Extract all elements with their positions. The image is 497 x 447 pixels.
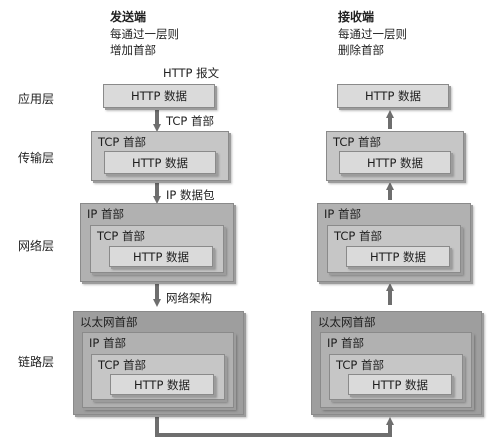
sender-link-ethernet-label: 以太网首部 (80, 315, 138, 329)
receiver-link-tcp-label: TCP 首部 (336, 358, 384, 372)
bottom-connector-line (155, 415, 394, 437)
receiver-transport-http-data-box: HTTP 数据 (339, 151, 451, 174)
receiver-desc-line2: 删除首部 (338, 43, 384, 57)
receiver-network-ip-label: IP 首部 (324, 207, 361, 221)
receiver-transport-tcp-box: TCP 首部 HTTP 数据 (326, 131, 464, 181)
sender-network-ip-box: IP 首部 TCP 首部 HTTP 数据 (80, 203, 234, 282)
receiver-network-http-data-label: HTTP 数据 (369, 249, 427, 264)
receiver-link-ip-box: IP 首部 TCP 首部 HTTP 数据 (320, 332, 472, 408)
sender-network-tcp-label: TCP 首部 (97, 229, 145, 243)
receiver-network-tcp-label: TCP 首部 (334, 229, 382, 243)
sender-link-ethernet-box: 以太网首部 IP 首部 TCP 首部 HTTP 数据 (73, 311, 244, 415)
receiver-network-ip-box: IP 首部 TCP 首部 HTTP 数据 (317, 203, 471, 282)
layer-label-application: 应用层 (18, 92, 55, 106)
sender-desc-line1: 每通过一层则 (110, 27, 179, 41)
arrow-label-ip-packet: IP 数据包 (166, 188, 215, 202)
receiver-network-http-data-box: HTTP 数据 (346, 246, 450, 267)
sender-network-http-data-box: HTTP 数据 (109, 246, 213, 267)
receiver-link-ethernet-label: 以太网首部 (318, 315, 376, 329)
receiver-link-http-data-box: HTTP 数据 (348, 374, 452, 395)
sender-link-tcp-label: TCP 首部 (98, 358, 146, 372)
arrow-label-network-frame: 网络架构 (166, 291, 212, 305)
sender-transport-http-data-label: HTTP 数据 (131, 155, 189, 170)
receiver-transport-tcp-label: TCP 首部 (333, 135, 381, 149)
sender-transport-tcp-box: TCP 首部 HTTP 数据 (91, 131, 229, 181)
layer-label-transport: 传输层 (18, 151, 55, 165)
sender-transport-tcp-label: TCP 首部 (98, 135, 146, 149)
receiver-link-http-data-label: HTTP 数据 (371, 377, 429, 392)
receiver-title: 接收端 (338, 10, 375, 24)
receiver-link-ethernet-box: 以太网首部 IP 首部 TCP 首部 HTTP 数据 (311, 311, 482, 415)
receiver-desc-line1: 每通过一层则 (338, 27, 407, 41)
sender-link-http-data-label: HTTP 数据 (133, 377, 191, 392)
receiver-app-http-data-label: HTTP 数据 (364, 89, 422, 103)
receiver-link-ip-label: IP 首部 (327, 336, 364, 350)
sender-network-ip-label: IP 首部 (87, 207, 124, 221)
sender-link-http-data-box: HTTP 数据 (110, 374, 214, 395)
layer-label-link: 链路层 (18, 355, 55, 369)
layer-label-network: 网络层 (18, 239, 55, 253)
receiver-network-tcp-box: TCP 首部 HTTP 数据 (327, 225, 461, 273)
sender-network-http-data-label: HTTP 数据 (132, 249, 190, 264)
sender-title: 发送端 (110, 10, 147, 24)
receiver-app-http-data-box: HTTP 数据 (337, 84, 449, 108)
sender-link-ip-label: IP 首部 (89, 336, 126, 350)
arrow-label-tcp-header: TCP 首部 (166, 114, 214, 128)
sender-link-ip-box: IP 首部 TCP 首部 HTTP 数据 (82, 332, 234, 408)
receiver-link-tcp-box: TCP 首部 HTTP 数据 (329, 354, 463, 400)
sender-desc-line2: 增加首部 (110, 43, 156, 57)
receiver-transport-http-data-label: HTTP 数据 (366, 155, 424, 170)
sender-app-http-data-box: HTTP 数据 (103, 84, 215, 108)
http-message-label: HTTP 报文 (163, 66, 220, 80)
sender-transport-http-data-box: HTTP 数据 (104, 151, 216, 174)
sender-network-tcp-box: TCP 首部 HTTP 数据 (90, 225, 224, 273)
sender-app-http-data-label: HTTP 数据 (130, 89, 188, 103)
sender-link-tcp-box: TCP 首部 HTTP 数据 (91, 354, 225, 400)
